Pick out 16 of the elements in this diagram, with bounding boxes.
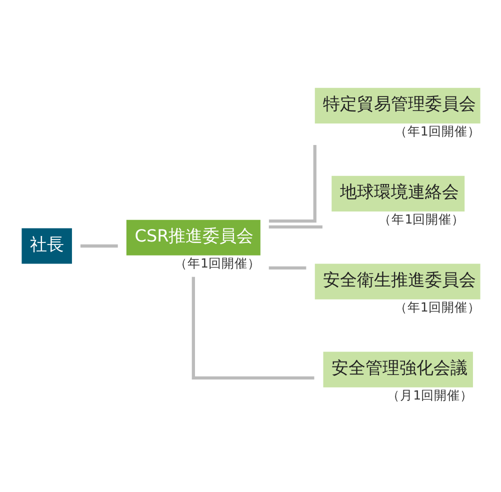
connector — [80, 244, 118, 248]
node-label: （年1回開催） — [378, 212, 464, 227]
node-label: （月1回開催） — [386, 387, 473, 402]
node-box: 地球環境連絡会 — [331, 176, 464, 212]
connector — [191, 276, 314, 380]
connector — [268, 145, 316, 223]
node-box: CSR推進委員会 — [126, 220, 260, 256]
node-box: 社長 — [21, 228, 72, 264]
connector — [268, 266, 306, 270]
node-label: （年1回開催） — [394, 124, 480, 139]
node-label: （年1回開催） — [394, 300, 480, 315]
node-label: （年1回開催） — [174, 256, 260, 271]
node-box: 安全衛生推進委員会 — [314, 264, 480, 300]
node-box: 特定貿易管理委員会 — [314, 88, 480, 124]
connector — [268, 225, 322, 229]
node-box: 安全管理強化会議 — [322, 352, 472, 388]
